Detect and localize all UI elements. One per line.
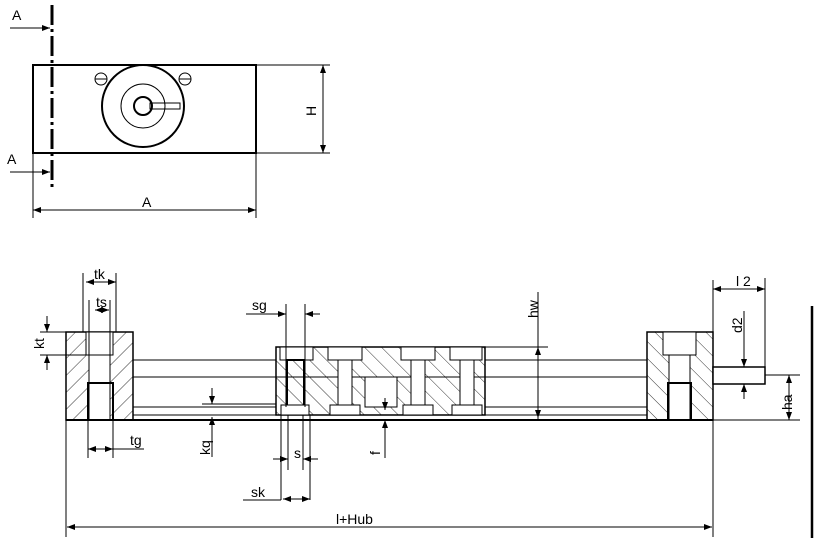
dim-d2: d2 bbox=[729, 317, 745, 333]
carriage bbox=[275, 346, 486, 416]
dim-ts: ts bbox=[96, 294, 107, 310]
top-view: A A H A bbox=[7, 5, 330, 218]
dim-kt: kt bbox=[31, 338, 47, 349]
dim-f: f bbox=[367, 451, 383, 455]
piston-rod bbox=[712, 366, 766, 385]
dim-H: H bbox=[303, 106, 319, 116]
dim-A: A bbox=[142, 194, 152, 210]
dim-ha: ha bbox=[779, 394, 795, 410]
screw-icon bbox=[178, 72, 192, 86]
screw-icon bbox=[94, 72, 108, 86]
section-label-top: A bbox=[12, 7, 22, 23]
housing-outline bbox=[32, 64, 257, 154]
dim-sg: sg bbox=[252, 297, 267, 313]
dimensions: tk ts kt sg hw l 2 bbox=[31, 266, 800, 537]
dim-hw: hw bbox=[525, 299, 541, 318]
dim-s: s bbox=[294, 445, 301, 461]
dim-tg: tg bbox=[130, 432, 142, 448]
dim-total-length: l+Hub bbox=[336, 511, 373, 527]
dim-tk: tk bbox=[94, 266, 106, 282]
hub-circle bbox=[120, 83, 166, 129]
dim-l2: l 2 bbox=[736, 273, 751, 289]
flange-circle bbox=[101, 64, 185, 148]
section-label-bottom: A bbox=[7, 151, 17, 167]
key-slot bbox=[149, 102, 181, 110]
dim-sk: sk bbox=[251, 484, 266, 500]
section-view: tk ts kt sg hw l 2 bbox=[31, 266, 814, 538]
bore-circle bbox=[133, 96, 153, 116]
left-end-block bbox=[65, 331, 134, 421]
right-end-block bbox=[646, 331, 766, 421]
dim-kq: kq bbox=[197, 440, 213, 455]
